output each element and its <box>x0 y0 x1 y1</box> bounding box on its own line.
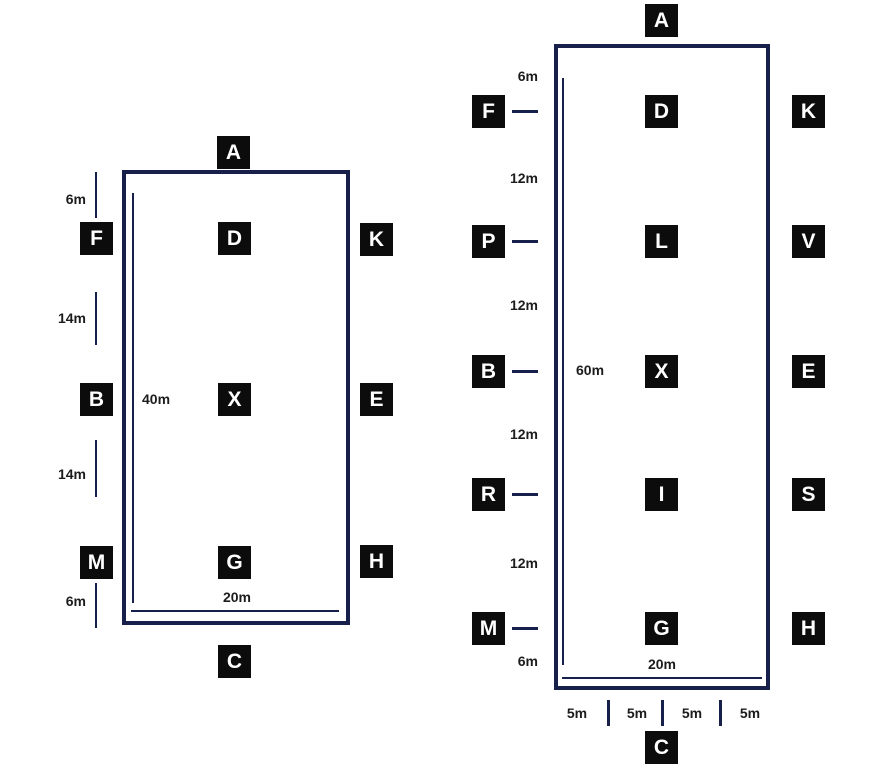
large-arena-marker-h: H <box>792 612 825 645</box>
small-arena-marker-m: M <box>80 546 113 579</box>
large-arena-marker-s: S <box>792 478 825 511</box>
small-arena-length-line <box>132 193 134 603</box>
large-arena-scale-5m-1: 5m <box>566 705 588 721</box>
large-arena-marker-m: M <box>472 612 505 645</box>
large-arena-marker-v: V <box>792 225 825 258</box>
large-arena-scale-tick-3 <box>719 700 722 726</box>
large-arena-marker-g: G <box>645 612 678 645</box>
large-arena-dash-r <box>512 493 538 496</box>
large-arena-marker-a: A <box>645 4 678 37</box>
large-arena-marker-d: D <box>645 95 678 128</box>
small-arena-outline <box>122 170 350 625</box>
small-arena-measure-6m-top: 6m <box>65 191 86 207</box>
large-arena-outline <box>554 44 770 690</box>
large-arena-length-label: 60m <box>576 362 605 378</box>
small-arena-marker-c: C <box>218 645 251 678</box>
small-arena-length-label: 40m <box>142 391 171 407</box>
large-arena-length-line <box>562 78 564 665</box>
large-arena-marker-l: L <box>645 225 678 258</box>
small-arena-measure-14m-lower: 14m <box>57 466 86 482</box>
large-arena-marker-k: K <box>792 95 825 128</box>
large-arena-width-line <box>562 677 762 679</box>
large-arena-scale-5m-4: 5m <box>739 705 761 721</box>
small-arena-marker-h: H <box>360 545 393 578</box>
large-arena-scale-5m-2: 5m <box>626 705 648 721</box>
small-arena-tick-6m-top <box>95 172 97 218</box>
small-arena-marker-b: B <box>80 383 113 416</box>
large-arena-measure-12m-1: 12m <box>509 170 538 186</box>
large-arena-dash-m <box>512 627 538 630</box>
large-arena-measure-6m-top: 6m <box>517 68 538 84</box>
large-arena-measure-12m-3: 12m <box>509 426 538 442</box>
small-arena-width-line <box>131 610 339 612</box>
large-arena-dash-p <box>512 240 538 243</box>
small-arena-marker-k: K <box>360 223 393 256</box>
small-arena-marker-e: E <box>360 383 393 416</box>
small-arena-marker-d: D <box>218 222 251 255</box>
small-arena-marker-g: G <box>218 546 251 579</box>
large-arena-scale-tick-1 <box>607 700 610 726</box>
large-arena-scale-5m-3: 5m <box>681 705 703 721</box>
large-arena-measure-12m-4: 12m <box>509 555 538 571</box>
small-arena-marker-f: F <box>80 222 113 255</box>
large-arena-marker-r: R <box>472 478 505 511</box>
small-arena-measure-6m-bottom: 6m <box>65 593 86 609</box>
large-arena-measure-6m-bottom: 6m <box>517 653 538 669</box>
small-arena-tick-14m-upper <box>95 292 97 345</box>
large-arena-measure-12m-2: 12m <box>509 297 538 313</box>
small-arena-tick-6m-bottom <box>95 583 97 628</box>
large-arena-dash-f <box>512 110 538 113</box>
large-arena-marker-e: E <box>792 355 825 388</box>
large-arena-marker-b: B <box>472 355 505 388</box>
small-arena-measure-14m-upper: 14m <box>57 310 86 326</box>
large-arena-marker-p: P <box>472 225 505 258</box>
large-arena-marker-x: X <box>645 355 678 388</box>
small-arena-marker-x: X <box>218 383 251 416</box>
large-arena-scale-tick-2 <box>661 700 664 726</box>
large-arena-dash-b <box>512 370 538 373</box>
small-arena-marker-a: A <box>217 136 250 169</box>
small-arena-width-label: 20m <box>222 589 252 605</box>
large-arena-width-label: 20m <box>647 656 677 672</box>
large-arena-marker-f: F <box>472 95 505 128</box>
small-arena-tick-14m-lower <box>95 440 97 497</box>
large-arena-marker-c: C <box>645 731 678 764</box>
large-arena-marker-i: I <box>645 478 678 511</box>
